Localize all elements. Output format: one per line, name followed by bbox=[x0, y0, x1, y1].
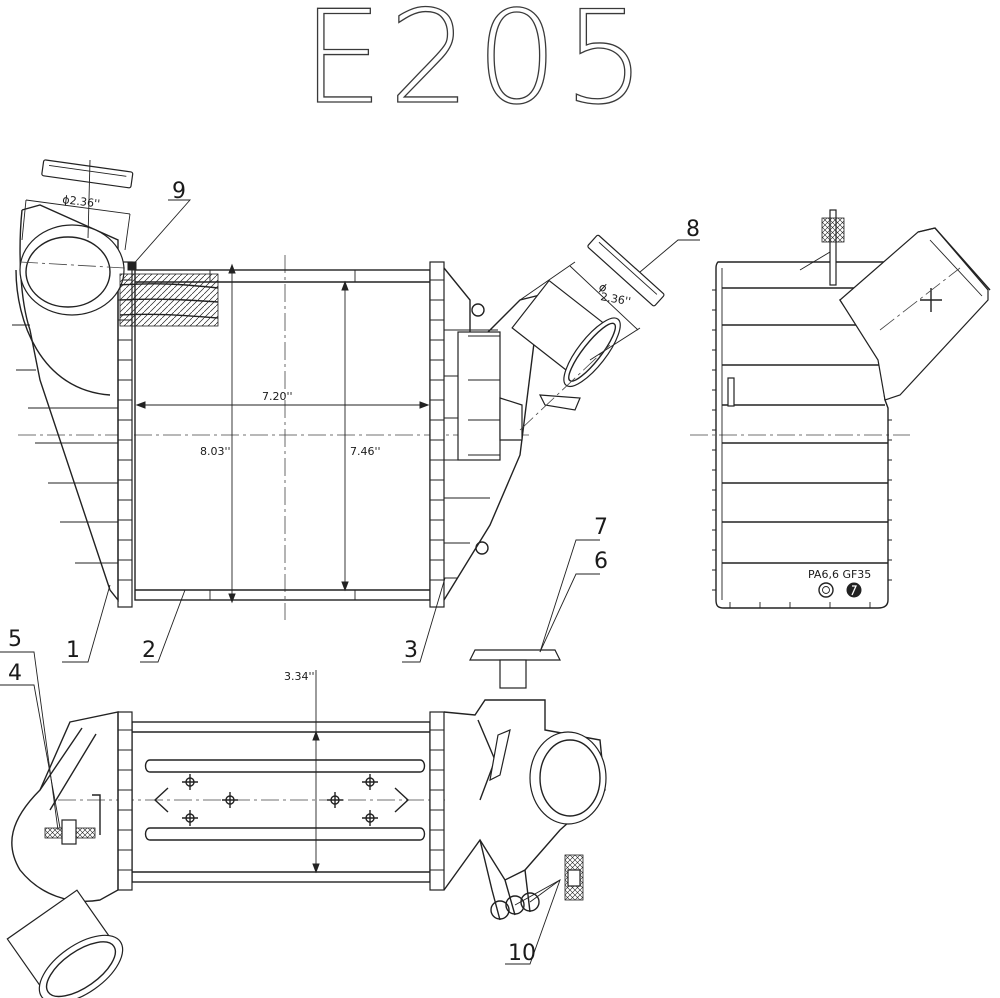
core-width-label: 7.20'' bbox=[262, 390, 293, 403]
overall-height-label: 8.03'' bbox=[200, 445, 231, 458]
callout-2: 2 bbox=[142, 638, 156, 663]
inlet-diameter-label: ϕ2.36'' bbox=[62, 193, 101, 211]
callout-1: 1 bbox=[66, 638, 80, 663]
callout-3: 3 bbox=[404, 638, 418, 663]
front-view: ϕ2.36'' ϕ 2.36'' bbox=[12, 159, 665, 663]
side-view: PA6,6 GF35 bbox=[690, 209, 991, 609]
depth-label: 3.34'' bbox=[284, 670, 315, 683]
callout-5: 5 bbox=[8, 627, 22, 652]
part-number-title: E205 bbox=[302, 0, 651, 133]
callout-6: 6 bbox=[594, 549, 608, 574]
top-view: 3.34'' bbox=[0, 515, 608, 998]
material-marking: PA6,6 GF35 bbox=[808, 568, 871, 581]
callout-7: 7 bbox=[594, 515, 608, 540]
core-height-label: 7.46'' bbox=[350, 445, 381, 458]
outlet-diameter-label: 2.36'' bbox=[599, 290, 631, 308]
callout-9: 9 bbox=[172, 179, 186, 204]
callout-8: 8 bbox=[686, 217, 700, 242]
callout-10: 10 bbox=[508, 941, 536, 966]
callout-4: 4 bbox=[8, 661, 22, 686]
